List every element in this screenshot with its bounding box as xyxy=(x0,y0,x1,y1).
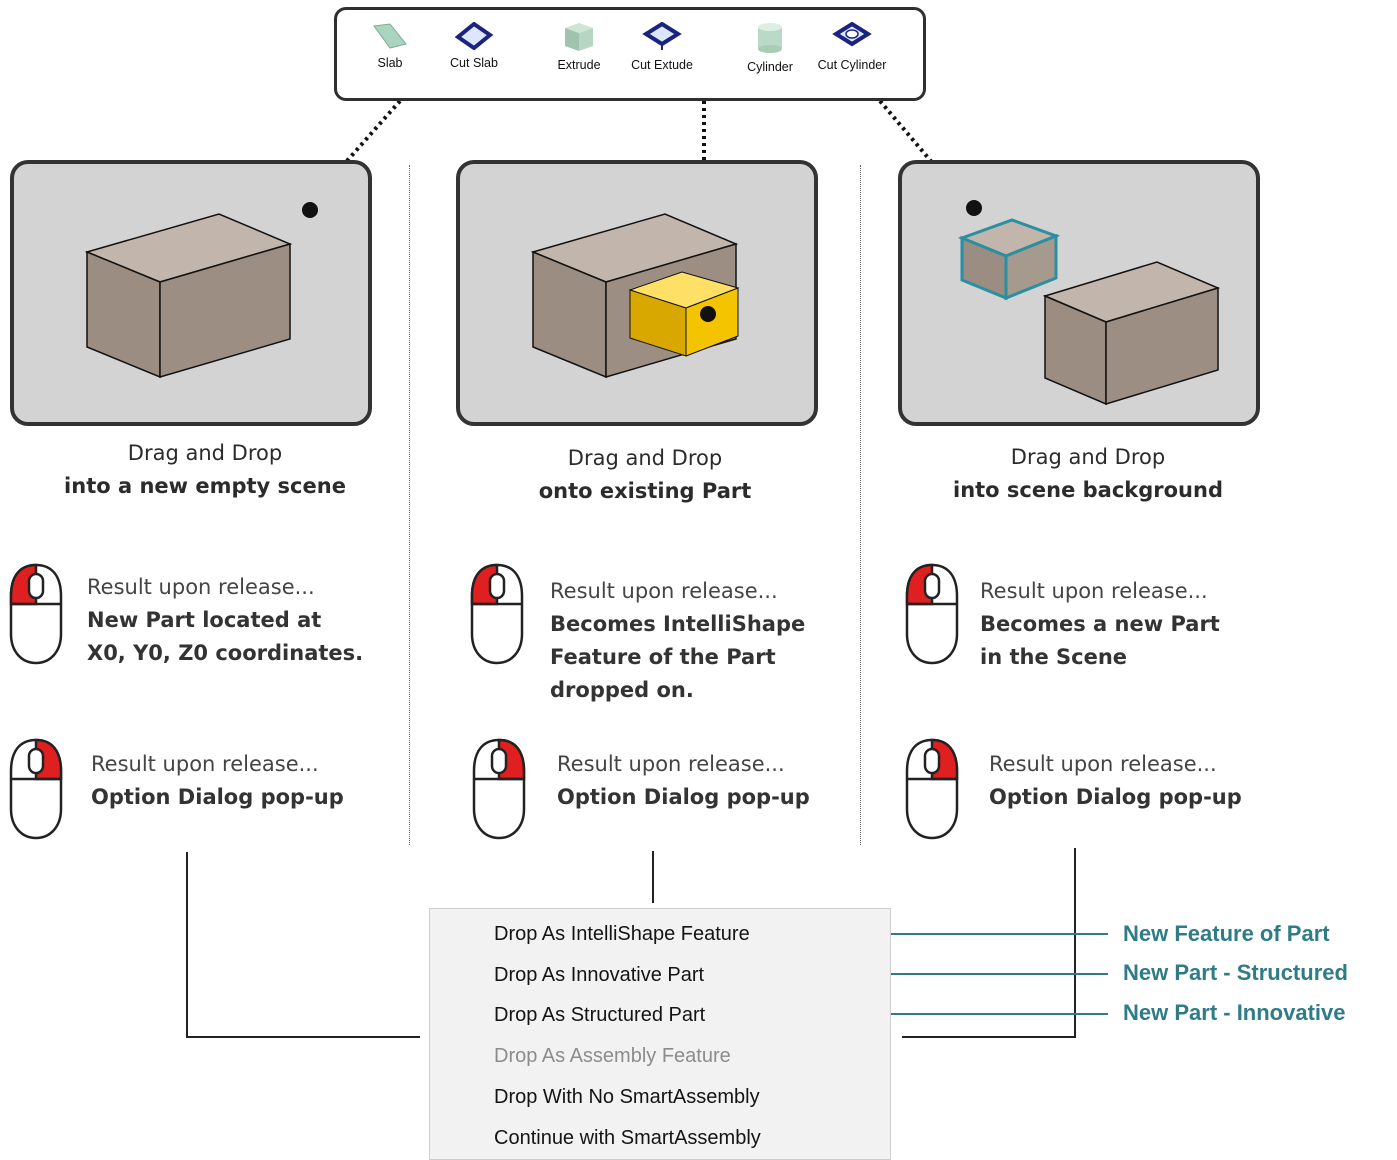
toolbar-item-cut-slab[interactable]: Cut Slab xyxy=(429,22,519,70)
result-intro: Result upon release... xyxy=(989,752,1217,776)
caption-line: Drag and Drop xyxy=(567,446,723,470)
menu-item-drop-innovative-part[interactable]: Drop As Innovative Part xyxy=(494,964,705,986)
left-click-result-col-1: Result upon release... New Part located … xyxy=(87,571,363,670)
result-intro: Result upon release... xyxy=(87,575,315,599)
caption-col-1: Drag and Drop into a new empty scene xyxy=(20,437,390,503)
column-separator xyxy=(409,165,410,845)
toolbar-item-label: Cut Slab xyxy=(450,56,498,70)
toolbar-item-extrude[interactable]: Extrude xyxy=(534,22,624,72)
slab-icon xyxy=(373,23,407,49)
cylinder-icon xyxy=(758,23,782,53)
caption-line-bold: into scene background xyxy=(953,478,1223,502)
caption-col-2: Drag and Drop onto existing Part xyxy=(460,442,830,508)
shape-toolbar: Slab Cut Slab Extrude Cut Extude Cylinde… xyxy=(334,7,926,101)
menu-item-drop-assembly-feature: Drop As Assembly Feature xyxy=(494,1045,731,1067)
caption-line-bold: onto existing Part xyxy=(538,479,752,503)
result-line: Option Dialog pop-up xyxy=(557,785,810,809)
result-line: New Part located at xyxy=(87,608,322,632)
result-intro: Result upon release... xyxy=(980,579,1208,603)
scene-illustration xyxy=(84,202,318,379)
menu-item-continue-smartassembly[interactable]: Continue with SmartAssembly xyxy=(494,1127,761,1149)
right-click-mouse-icon xyxy=(472,738,526,840)
result-intro: Result upon release... xyxy=(557,752,785,776)
caption-line: Drag and Drop xyxy=(1010,445,1166,469)
result-intro: Result upon release... xyxy=(91,752,319,776)
result-intro: Result upon release... xyxy=(550,579,778,603)
legend-new-part-innovative: New Part - Innovative xyxy=(1123,1000,1346,1025)
right-click-mouse-icon xyxy=(9,738,63,840)
menu-item-drop-intellishape-feature[interactable]: Drop As IntelliShape Feature xyxy=(494,923,750,945)
toolbar-item-slab[interactable]: Slab xyxy=(345,22,435,70)
toolbar-item-label: Slab xyxy=(377,56,403,70)
toolbar-item-label: Extrude xyxy=(557,58,601,72)
scene-background xyxy=(898,160,1260,426)
toolbar-item-cylinder[interactable]: Cylinder xyxy=(725,22,815,74)
caption-col-3: Drag and Drop into scene background xyxy=(903,441,1273,507)
drop-point-marker xyxy=(302,202,318,218)
cut-cylinder-icon xyxy=(832,22,872,47)
result-line: Option Dialog pop-up xyxy=(91,785,344,809)
drop-point-marker xyxy=(966,200,982,216)
scene-illustration xyxy=(957,200,1221,406)
toolbar-item-label: Cylinder xyxy=(747,60,793,74)
toolbar-item-cut-cylinder[interactable]: Cut Cylinder xyxy=(807,22,897,72)
cut-slab-icon xyxy=(454,22,494,50)
right-click-result-col-1: Result upon release... Option Dialog pop… xyxy=(91,748,344,814)
left-click-mouse-icon xyxy=(905,563,959,665)
left-click-result-col-2: Result upon release... Becomes IntelliSh… xyxy=(550,575,805,707)
scene-existing-part xyxy=(456,160,818,426)
menu-item-drop-structured-part[interactable]: Drop As Structured Part xyxy=(494,1004,706,1026)
result-line: Feature of the Part xyxy=(550,645,776,669)
result-line: in the Scene xyxy=(980,645,1128,669)
column-separator xyxy=(860,165,861,845)
result-line: Option Dialog pop-up xyxy=(989,785,1242,809)
right-click-mouse-icon xyxy=(905,738,959,840)
right-click-result-col-3: Result upon release... Option Dialog pop… xyxy=(989,748,1242,814)
caption-line-bold: into a new empty scene xyxy=(64,474,346,498)
legend-new-feature-of-part: New Feature of Part xyxy=(1123,921,1330,946)
cut-extrude-icon xyxy=(642,22,682,50)
right-click-result-col-2: Result upon release... Option Dialog pop… xyxy=(557,748,810,814)
left-click-mouse-icon xyxy=(9,563,63,665)
menu-item-drop-no-smartassembly[interactable]: Drop With No SmartAssembly xyxy=(494,1086,760,1108)
caption-line: Drag and Drop xyxy=(127,441,283,465)
drop-point-marker xyxy=(700,306,716,322)
result-line: Becomes a new Part xyxy=(980,612,1220,636)
legend-new-part-structured: New Part - Structured xyxy=(1123,960,1348,985)
extrude-icon xyxy=(565,23,593,51)
toolbar-item-cut-extrude[interactable]: Cut Extude xyxy=(617,22,707,72)
drop-options-menu: Drop As IntelliShape Feature Drop As Inn… xyxy=(429,908,891,1160)
toolbar-item-label: Cut Cylinder xyxy=(817,58,887,72)
result-line: dropped on. xyxy=(550,678,694,702)
result-line: X0, Y0, Z0 coordinates. xyxy=(87,641,364,665)
scene-empty xyxy=(10,160,372,426)
left-click-mouse-icon xyxy=(470,563,524,665)
scene-illustration xyxy=(530,213,740,379)
left-click-result-col-3: Result upon release... Becomes a new Par… xyxy=(980,575,1220,674)
result-line: Becomes IntelliShape xyxy=(550,612,806,636)
toolbar-item-label: Cut Extude xyxy=(631,58,693,72)
